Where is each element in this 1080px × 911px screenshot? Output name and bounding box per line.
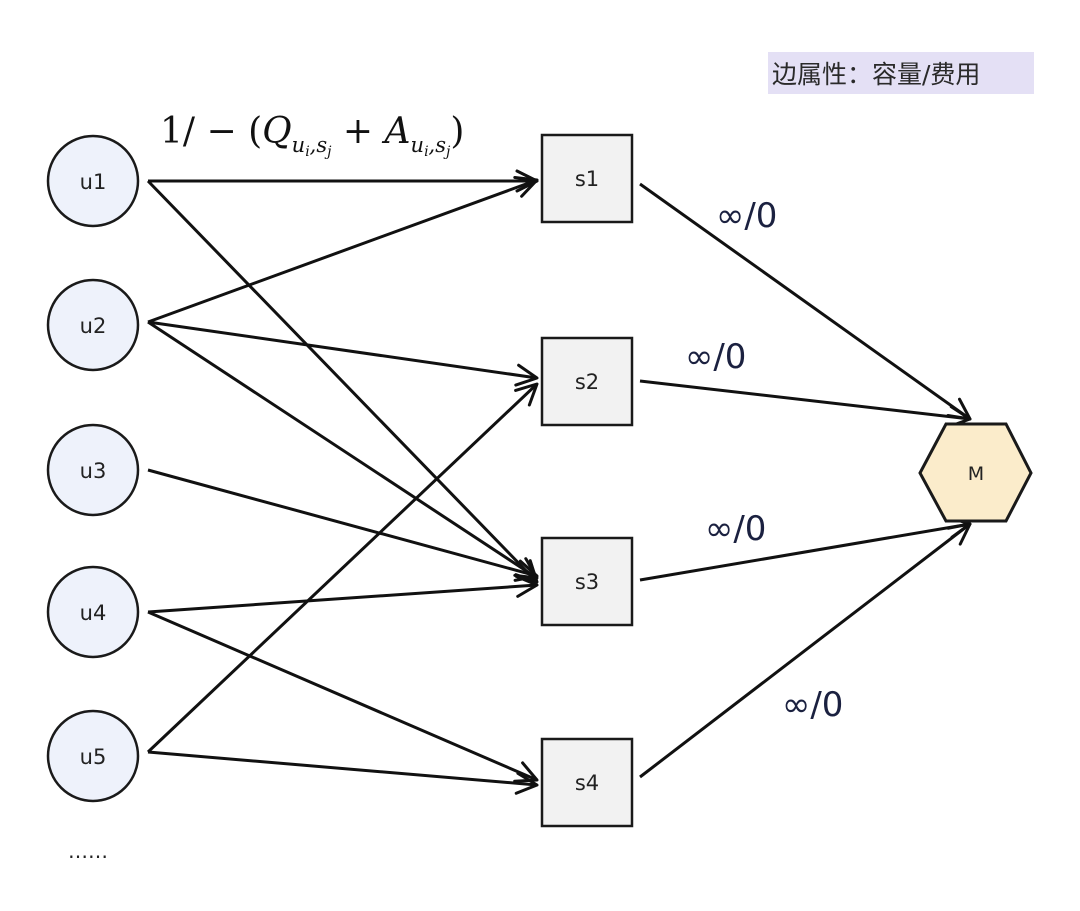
arrowhead-icon bbox=[513, 175, 539, 198]
user-node-label: u1 bbox=[80, 170, 107, 194]
arrowhead-icon bbox=[513, 761, 539, 783]
server-nodes: s1 s2 s3 s4 bbox=[540, 133, 634, 828]
edge-cost-formula: 1/ − (Qui,sj + Aui,sj) bbox=[160, 111, 464, 160]
arrowhead-icon bbox=[514, 382, 539, 407]
server-node-s3: s3 bbox=[540, 536, 634, 627]
edge-line bbox=[147, 610, 538, 782]
user-node-u4: u4 bbox=[46, 565, 140, 659]
user-nodes: u1 u2 u3 u4 u5 bbox=[46, 134, 140, 803]
arrowhead-icon bbox=[513, 557, 539, 580]
edge-u2-s3 bbox=[147, 320, 539, 580]
formula-q-sub: u bbox=[292, 133, 306, 157]
edge-label-s1-M: ∞/0 bbox=[716, 196, 777, 236]
server-node-label: s4 bbox=[575, 771, 599, 795]
server-node-s2: s2 bbox=[540, 336, 634, 427]
edge-s1-M bbox=[639, 182, 972, 421]
edge-line bbox=[147, 320, 538, 380]
edge-u3-s3 bbox=[147, 468, 539, 582]
edge-s2-M bbox=[639, 379, 972, 429]
formula-plus: + bbox=[331, 111, 384, 152]
arrowhead-icon bbox=[514, 771, 539, 795]
edge-line bbox=[147, 750, 538, 787]
formula-prefix: 1/ − ( bbox=[160, 111, 262, 152]
edge-u4-s4 bbox=[147, 610, 539, 783]
edge-line bbox=[146, 179, 539, 584]
formula-a-sub-j: j bbox=[443, 144, 451, 160]
edge-line bbox=[639, 379, 971, 421]
user-node-label: u4 bbox=[80, 601, 107, 625]
edge-label-s2-M: ∞/0 bbox=[685, 337, 746, 377]
edge-line bbox=[147, 178, 538, 324]
edge-label-s4-M: ∞/0 bbox=[782, 685, 843, 725]
server-node-label: s3 bbox=[575, 570, 599, 594]
edge-line bbox=[146, 382, 539, 754]
formula-q: Q bbox=[262, 111, 292, 152]
server-node-label: s1 bbox=[575, 167, 599, 191]
edge-line bbox=[639, 522, 971, 779]
server-node-s4: s4 bbox=[540, 737, 634, 828]
edge-line bbox=[639, 182, 971, 421]
user-node-label: u3 bbox=[80, 459, 107, 483]
user-node-label: u2 bbox=[80, 314, 107, 338]
user-node-u2: u2 bbox=[46, 278, 140, 372]
edge-label-s3-M: ∞/0 bbox=[705, 509, 766, 549]
edge-u2-s1 bbox=[147, 175, 539, 324]
sink-node-m: M bbox=[918, 422, 1033, 523]
formula-a-sub-i: i bbox=[424, 144, 428, 160]
server-node-s1: s1 bbox=[540, 133, 634, 224]
arrowhead-icon bbox=[514, 363, 539, 387]
more-nodes-ellipsis: …… bbox=[68, 839, 108, 863]
legend-text: 边属性：容量/费用 bbox=[772, 60, 980, 89]
arrowhead-icon bbox=[514, 574, 539, 598]
formula-suffix: ) bbox=[450, 111, 464, 152]
edge-line bbox=[639, 522, 971, 582]
edge-u5-s2 bbox=[146, 382, 539, 754]
svg-text:1/ − (Qui,sj + Aui,sj): 1/ − (Qui,sj + Aui,sj) bbox=[160, 111, 464, 160]
edge-s4-M bbox=[639, 522, 972, 779]
edge-line bbox=[147, 468, 538, 578]
edge-line bbox=[147, 583, 538, 614]
formula-a-sub-rest: ,s bbox=[429, 133, 447, 157]
edge-s3-M bbox=[639, 515, 972, 582]
sink-node-label: M bbox=[968, 463, 984, 485]
formula-q-sub-i: i bbox=[305, 144, 309, 160]
formula-a-sub: u bbox=[411, 133, 425, 157]
formula-q-sub-j: j bbox=[324, 144, 332, 160]
formula-q-sub-rest: ,s bbox=[310, 133, 328, 157]
legend: 边属性：容量/费用 bbox=[768, 52, 1034, 94]
edge-u2-s2 bbox=[147, 320, 539, 387]
arrowhead-icon bbox=[946, 522, 972, 546]
formula-a: A bbox=[382, 111, 411, 152]
user-node-u1: u1 bbox=[46, 134, 140, 228]
user-node-u5: u5 bbox=[46, 709, 140, 803]
edge-u4-s3 bbox=[147, 574, 539, 614]
edge-labels-layer: ∞/0 ∞/0 ∞/0 ∞/0 bbox=[685, 196, 843, 725]
edge-u5-s4 bbox=[147, 750, 539, 795]
edge-u1-s1 bbox=[148, 169, 539, 193]
legend-background bbox=[768, 52, 1034, 94]
server-node-label: s2 bbox=[575, 370, 599, 394]
user-node-u3: u3 bbox=[46, 423, 140, 517]
edges-layer bbox=[146, 169, 972, 795]
edge-line bbox=[147, 320, 538, 580]
user-node-label: u5 bbox=[80, 745, 107, 769]
